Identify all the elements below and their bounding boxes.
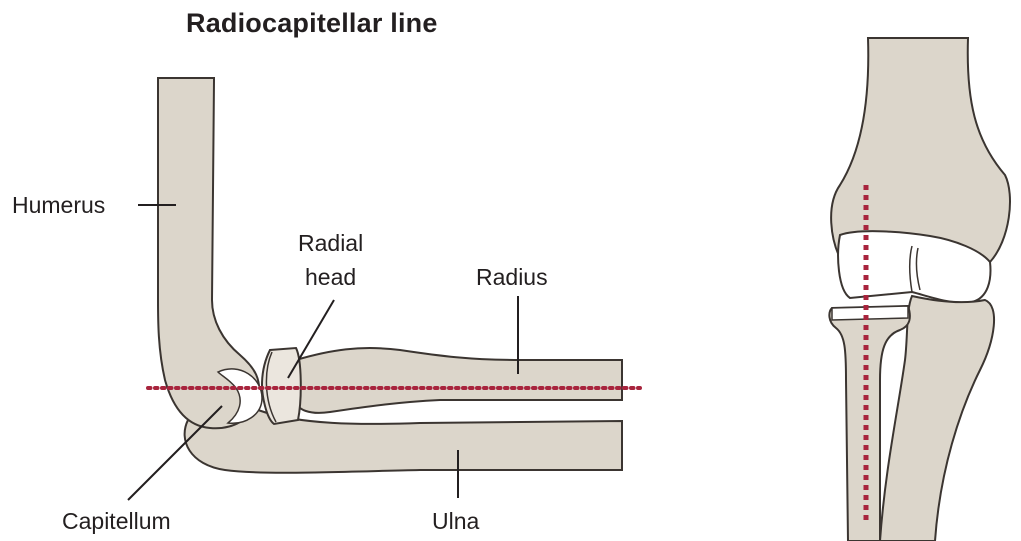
radial-head-ap (832, 306, 908, 320)
label-ulna: Ulna (432, 506, 479, 536)
label-radial-head-line1: Radial (298, 228, 363, 258)
lateral-view (158, 78, 622, 473)
page-title: Radiocapitellar line (186, 8, 438, 39)
ulna-bone-ap (880, 296, 994, 541)
label-humerus: Humerus (12, 190, 105, 220)
humerus-bone-ap (831, 38, 1010, 262)
label-radius: Radius (476, 262, 548, 292)
label-capitellum: Capitellum (62, 506, 171, 536)
ap-view (829, 38, 1010, 541)
label-radial-head-line2: head (305, 262, 356, 292)
radius-bone-lateral (296, 348, 622, 413)
